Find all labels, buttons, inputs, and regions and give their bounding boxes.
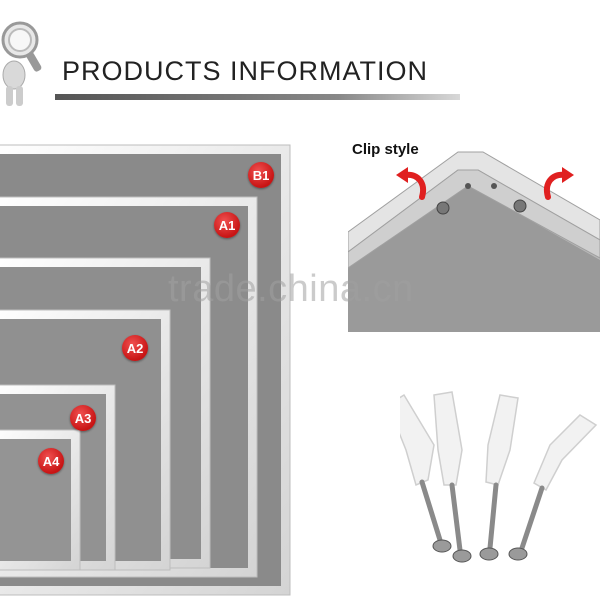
curved-arrow-icon bbox=[544, 167, 574, 200]
size-badge-a4: A4 bbox=[38, 448, 64, 474]
wall-anchor-screw-icon bbox=[400, 391, 598, 563]
size-badge-b1: B1 bbox=[248, 162, 274, 188]
clip-style-label: Clip style bbox=[352, 141, 419, 158]
size-badge-a2: A2 bbox=[122, 335, 148, 361]
page-title: PRODUCTS INFORMATION bbox=[62, 56, 428, 86]
size-badge-a1: A1 bbox=[214, 212, 240, 238]
nested-frames-graphic bbox=[0, 144, 291, 596]
title-underline bbox=[55, 94, 460, 100]
size-badge-a3: A3 bbox=[70, 405, 96, 431]
curved-arrow-icon bbox=[396, 167, 426, 200]
mascot-magnifier-icon bbox=[1, 21, 42, 106]
clip-corner-photo bbox=[348, 140, 600, 332]
